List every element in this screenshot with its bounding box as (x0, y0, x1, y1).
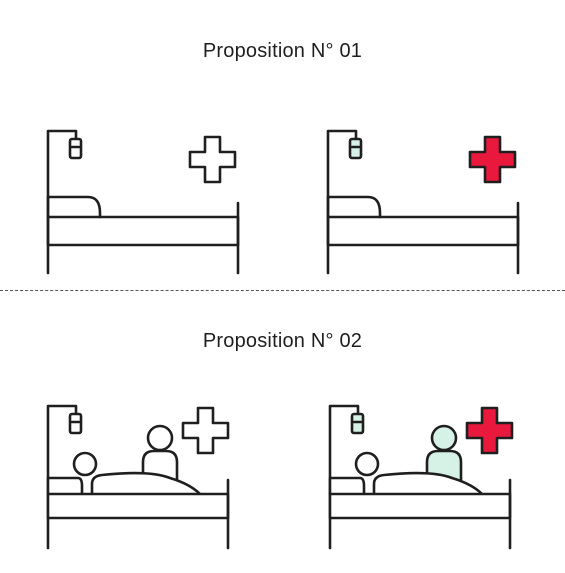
iv-drip-icon (68, 137, 83, 160)
visitor-body (425, 449, 463, 482)
iv-drip-icon (350, 412, 365, 435)
hospital-bed-icon (46, 129, 240, 275)
medical-cross-icon (188, 135, 237, 184)
hospital-bed-with-patient-and-visitor-icon (46, 404, 230, 550)
proposition-2-title: Proposition N° 02 (202, 330, 363, 352)
iv-drip-icon (348, 137, 363, 160)
patient-head (354, 451, 380, 477)
blanket (90, 471, 202, 496)
dashed-divider (0, 290, 565, 291)
medical-cross-icon (468, 135, 517, 184)
medical-cross-icon (181, 406, 230, 455)
hospital-bed-icon-colored (326, 129, 520, 275)
patient-head (72, 451, 98, 477)
proposition-1-title: Proposition N° 01 (202, 40, 363, 62)
hospital-bed-with-patient-and-visitor-icon-colored (328, 404, 514, 550)
blanket (372, 471, 484, 496)
visitor-head (430, 424, 458, 452)
iv-drip-icon (68, 412, 83, 435)
visitor-head (146, 424, 174, 452)
medical-cross-icon (465, 406, 514, 455)
